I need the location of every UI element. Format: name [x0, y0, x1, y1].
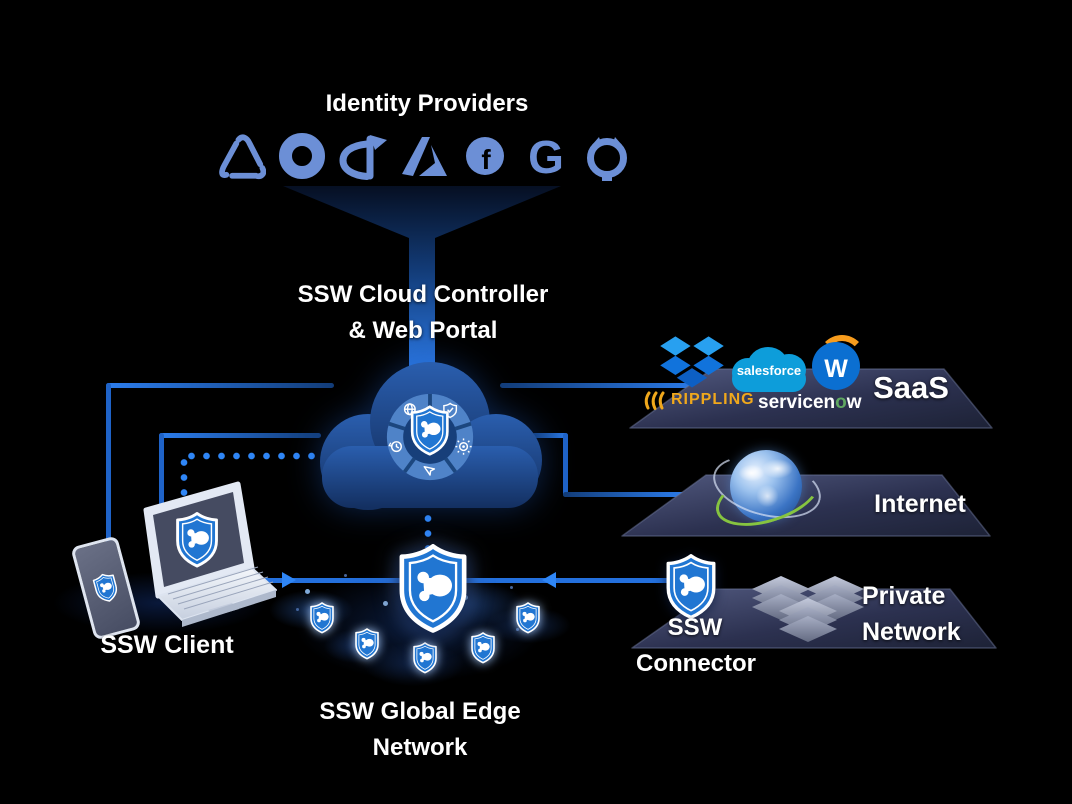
servicenow-text: servicen: [758, 392, 836, 413]
edge-network-main-shield-icon: [396, 544, 470, 634]
cloud-center-shield-icon: [410, 405, 449, 456]
workday-letter: W: [812, 342, 860, 390]
openid-icon: [337, 128, 389, 184]
connector-label-line1: SSW: [667, 614, 723, 641]
internet-platform: [621, 474, 991, 537]
cloud-security-ring: [386, 393, 474, 481]
google-icon: G: [520, 128, 572, 184]
saas-label: SaaS: [873, 370, 949, 405]
edge-mini-shield-icon: [516, 602, 540, 634]
edge-network-label-line2: Network: [372, 734, 468, 761]
internet-globe-icon: [706, 444, 828, 538]
internet-label: Internet: [874, 490, 966, 518]
triangle-knot-idp-icon: [215, 128, 267, 184]
line-cloud-to-internet-b: [563, 492, 687, 497]
edge-mini-shield-icon: [471, 632, 495, 664]
edge-mini-shield-icon: [355, 628, 379, 660]
laptop-shield-icon: [176, 512, 218, 568]
workday-arc: [818, 335, 866, 383]
servicenow-logo: servicenow: [758, 392, 862, 414]
salesforce-cloud-shape: [732, 366, 806, 392]
line-client-inner-vertical: [159, 433, 164, 549]
cloud-controller-label-line1: SSW Cloud Controller: [297, 281, 549, 308]
svg-text:f: f: [481, 144, 491, 175]
ring-history-icon: [388, 441, 402, 453]
servicenow-text: w: [846, 392, 862, 413]
ring-globe-icon: [403, 403, 416, 416]
ring-cursor-icon: [423, 465, 436, 476]
salesforce-wordmark: salesforce: [736, 363, 802, 378]
connector-label-line2: Connector: [636, 650, 756, 677]
ssw-connector-shield-icon: [666, 554, 716, 620]
ring-gear-icon: [455, 438, 472, 455]
line-cloud-to-internet-vertical: [563, 433, 568, 497]
dotted-line-client-vertical: [180, 455, 188, 501]
line-cloud-to-internet-a: [532, 433, 568, 438]
private-network-label-line2: Network: [862, 618, 961, 646]
line-client-outer-vertical: [106, 383, 111, 555]
workday-logo: W: [808, 335, 866, 391]
line-cloud-to-client-inner: [159, 433, 321, 438]
github-icon: [581, 128, 633, 184]
identity-providers-title: Identity Providers: [325, 90, 529, 117]
rippling-wordmark: RIPPLING: [671, 391, 755, 408]
identity-provider-icons: f G: [212, 128, 636, 184]
edge-mini-shield-icon: [413, 642, 437, 674]
dropbox-icon: [660, 336, 724, 388]
ring-shield-check-icon: [443, 402, 458, 419]
rippling-logo: RIPPLING: [644, 388, 755, 412]
dotted-line-cloud-to-edge: [424, 496, 432, 548]
edge-mini-shield-icon: [310, 602, 334, 634]
azure-icon: [398, 128, 450, 184]
client-laptop-icon: [143, 481, 277, 627]
saas-platform: [629, 368, 993, 429]
dotted-line-client-to-cloud: [184, 452, 322, 460]
edge-network-label-line1: SSW Global Edge: [319, 698, 521, 725]
facebook-icon: f: [459, 128, 511, 184]
globe-sphere: [730, 450, 802, 522]
rippling-waves-icon: [644, 391, 665, 410]
funnel-identity-to-cloud: [283, 186, 561, 368]
client-label: SSW Client: [100, 631, 234, 659]
okta-icon: [276, 128, 328, 184]
servicenow-green-o: o: [835, 392, 847, 413]
private-network-label-line1: Private: [862, 582, 946, 610]
line-cloud-to-saas: [500, 383, 708, 388]
salesforce-logo: salesforce: [730, 346, 808, 396]
line-cloud-to-client-outer: [106, 383, 334, 388]
cloud-controller-label-line2: & Web Portal: [348, 317, 498, 344]
svg-text:G: G: [528, 132, 564, 180]
